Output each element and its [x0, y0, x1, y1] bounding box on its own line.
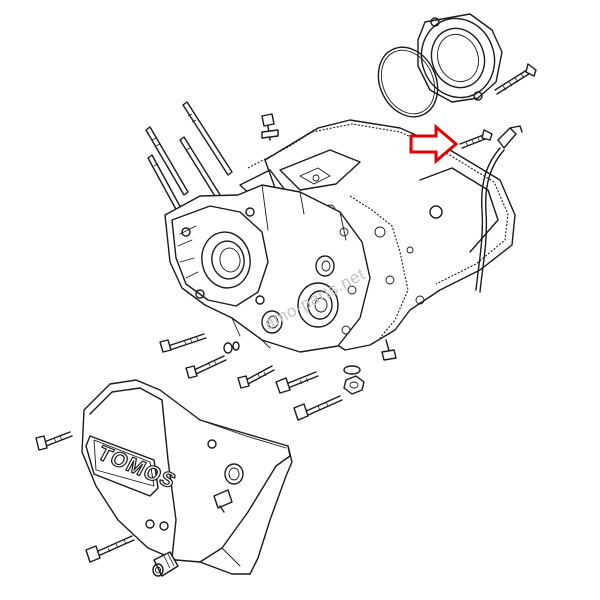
red-highlight-arrow	[409, 123, 459, 165]
sleeve-nut	[152, 551, 179, 577]
drain-plug-and-washer	[343, 339, 397, 395]
o-ring	[377, 46, 439, 118]
side-cover-screws	[35, 431, 135, 563]
side-cover: TOMOS	[81, 379, 293, 575]
small-screw-top	[261, 113, 279, 141]
crankcase	[164, 119, 516, 353]
cylinder-studs	[145, 101, 233, 214]
crankcase-bolts	[159, 333, 343, 421]
cable	[475, 125, 523, 293]
cover-screw-top-right	[494, 63, 537, 95]
highlighted-bolt	[459, 129, 493, 149]
oil-seal-cover	[417, 13, 503, 103]
